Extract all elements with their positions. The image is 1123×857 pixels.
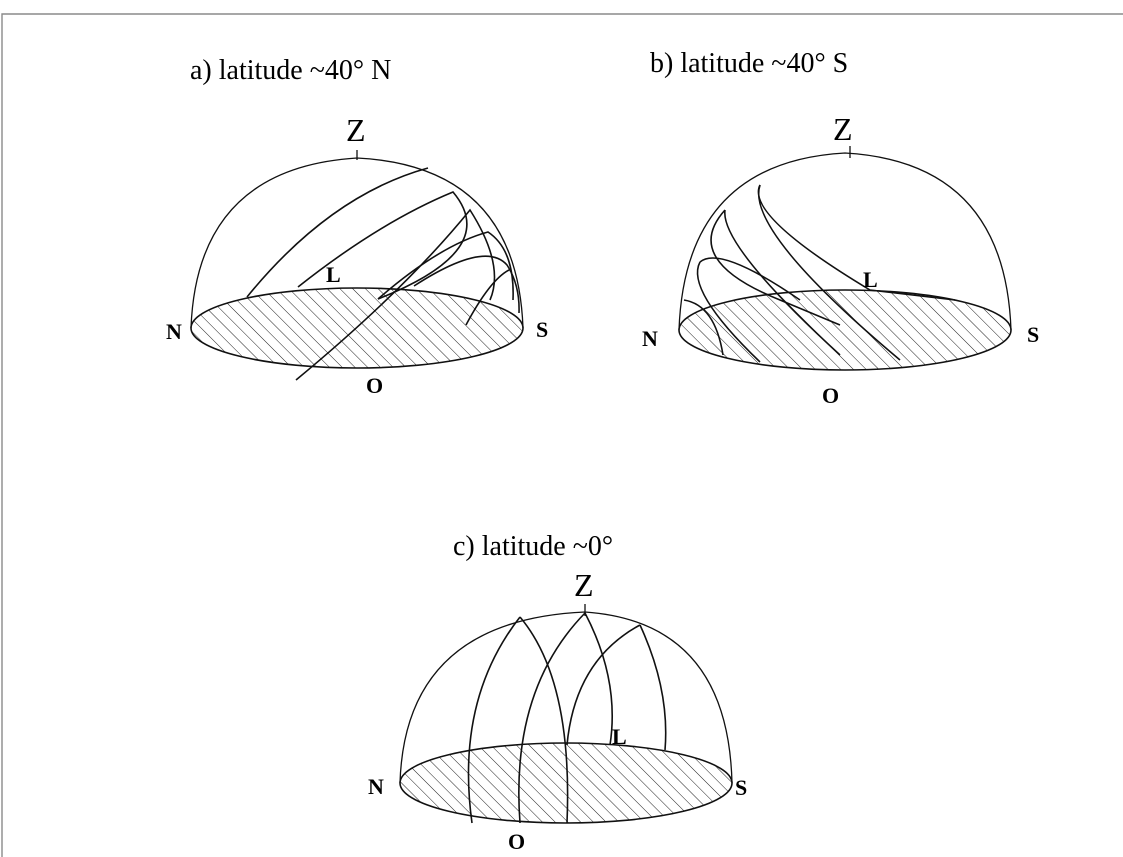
panel-b-sun-path-3 [724, 209, 841, 356]
figure-frame [1, 13, 1123, 857]
panel-b-title: b) latitude ~40° S [650, 48, 848, 79]
panel-b-observer-label: O [822, 383, 839, 408]
panel-a-sun-path-5 [413, 255, 520, 314]
panel-b-meridian-arc [678, 152, 1012, 331]
panel-a-sun-path-2 [297, 191, 468, 300]
panel-c-sun-path-4 [584, 612, 613, 746]
panel-a-sun-path-label: L [326, 262, 341, 287]
panel-a-observer-label: O [366, 373, 383, 398]
panel-a: a) latitude ~40° N Z N S O L [166, 55, 548, 398]
panel-c-sun-path-5 [566, 624, 641, 746]
panel-b-sun-path-2 [757, 184, 901, 361]
panel-b-sun-path-1 [757, 184, 956, 301]
panel-a-south-label: S [536, 317, 548, 342]
panel-b-sun-paths [683, 184, 956, 363]
panel-a-title: a) latitude ~40° N [190, 55, 391, 86]
panel-a-sun-path-6 [465, 269, 510, 326]
panel-c-sun-path-label: L [612, 724, 627, 749]
panel-b: b) latitude ~40° S Z N S O L [642, 48, 1039, 408]
panel-b-sun-path-7 [683, 299, 724, 356]
panel-c-observer-label: O [508, 829, 525, 854]
panel-a-sun-paths [246, 167, 520, 381]
panel-c-north-label: N [368, 774, 384, 799]
panel-a-north-label: N [166, 319, 182, 344]
panel-b-sun-path-6 [699, 257, 801, 301]
panel-b-sun-path-label: L [863, 267, 878, 292]
panel-b-sun-path-4 [710, 209, 841, 326]
panel-c-sun-path-1 [467, 616, 521, 824]
panel-a-sun-path-3 [295, 208, 496, 381]
panel-c: c) latitude ~0° Z N S O L [368, 531, 747, 854]
panel-b-sun-path-5 [696, 261, 761, 363]
panel-c-title: c) latitude ~0° [453, 531, 613, 562]
panel-b-north-label: N [642, 326, 658, 351]
panel-a-zenith-label: Z [346, 112, 366, 148]
panel-c-sun-path-3 [518, 612, 586, 824]
panel-c-sun-path-6 [639, 624, 667, 751]
panel-c-sun-path-2 [519, 616, 569, 824]
panel-c-zenith-label: Z [574, 567, 594, 603]
panel-b-south-label: S [1027, 322, 1039, 347]
panel-c-sun-paths [467, 612, 667, 824]
panel-c-south-label: S [735, 775, 747, 800]
panel-a-sun-path-1 [246, 167, 429, 298]
panel-b-zenith-label: Z [833, 111, 853, 147]
panel-a-sun-path-4 [377, 231, 514, 301]
